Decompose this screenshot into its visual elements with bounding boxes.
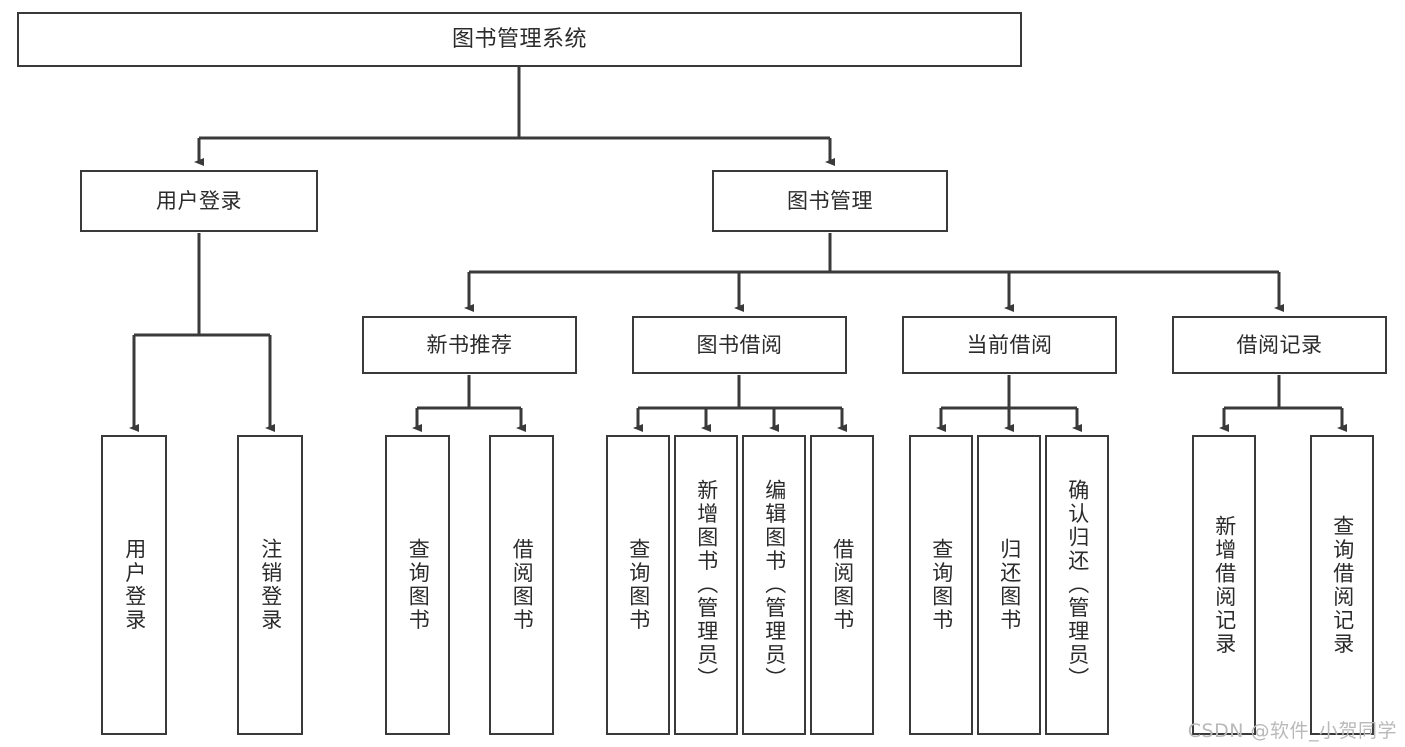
node-new-book-recommend[interactable]: 新书推荐 <box>362 316 577 374</box>
node-leaf-confirm-return[interactable]: 确认归还（管理员） <box>1045 435 1109 735</box>
node-borrow-record[interactable]: 借阅记录 <box>1172 316 1387 374</box>
node-book-borrow-label: 图书借阅 <box>696 332 783 357</box>
node-leaf-query-book-borrow-label: 查询图书 <box>626 538 651 632</box>
node-leaf-query-book-borrow[interactable]: 查询图书 <box>606 435 670 735</box>
node-book-manage[interactable]: 图书管理 <box>712 170 948 232</box>
node-leaf-query-record-label: 查询借阅记录 <box>1330 514 1355 656</box>
node-leaf-add-record[interactable]: 新增借阅记录 <box>1192 435 1256 735</box>
node-leaf-add-book[interactable]: 新增图书（管理员） <box>674 435 738 735</box>
node-root-label: 图书管理系统 <box>451 26 587 52</box>
node-leaf-return-book[interactable]: 归还图书 <box>977 435 1041 735</box>
node-new-book-recommend-label: 新书推荐 <box>426 332 513 357</box>
node-leaf-logout-login[interactable]: 注销登录 <box>237 435 303 735</box>
node-leaf-edit-book-label: 编辑图书（管理员） <box>762 479 787 691</box>
node-leaf-query-book-rec[interactable]: 查询图书 <box>385 435 450 735</box>
node-leaf-borrow-book[interactable]: 借阅图书 <box>810 435 874 735</box>
node-borrow-record-label: 借阅记录 <box>1236 332 1323 357</box>
node-leaf-logout-login-label: 注销登录 <box>258 538 283 632</box>
node-user-login-label: 用户登录 <box>156 188 242 213</box>
node-leaf-query-book-current[interactable]: 查询图书 <box>909 435 973 735</box>
watermark-text: CSDN @软件_小贺同学 <box>1187 720 1397 742</box>
node-leaf-user-login-label: 用户登录 <box>122 538 147 632</box>
node-leaf-borrow-book-rec-label: 借阅图书 <box>510 538 535 632</box>
node-leaf-add-book-label: 新增图书（管理员） <box>694 479 719 691</box>
node-book-borrow[interactable]: 图书借阅 <box>632 316 847 374</box>
node-book-manage-label: 图书管理 <box>787 188 873 213</box>
node-current-borrow[interactable]: 当前借阅 <box>902 316 1117 374</box>
node-root[interactable]: 图书管理系统 <box>17 12 1022 67</box>
node-leaf-borrow-book-label: 借阅图书 <box>830 538 855 632</box>
node-user-login[interactable]: 用户登录 <box>80 170 318 232</box>
node-leaf-query-record[interactable]: 查询借阅记录 <box>1310 435 1374 735</box>
node-leaf-return-book-label: 归还图书 <box>997 538 1022 632</box>
node-leaf-add-record-label: 新增借阅记录 <box>1212 514 1237 656</box>
node-leaf-query-book-current-label: 查询图书 <box>929 538 954 632</box>
node-current-borrow-label: 当前借阅 <box>966 332 1053 357</box>
node-leaf-user-login[interactable]: 用户登录 <box>101 435 167 735</box>
node-leaf-confirm-return-label: 确认归还（管理员） <box>1065 479 1090 691</box>
node-leaf-borrow-book-rec[interactable]: 借阅图书 <box>489 435 554 735</box>
node-leaf-query-book-rec-label: 查询图书 <box>406 538 431 632</box>
node-leaf-edit-book[interactable]: 编辑图书（管理员） <box>742 435 806 735</box>
